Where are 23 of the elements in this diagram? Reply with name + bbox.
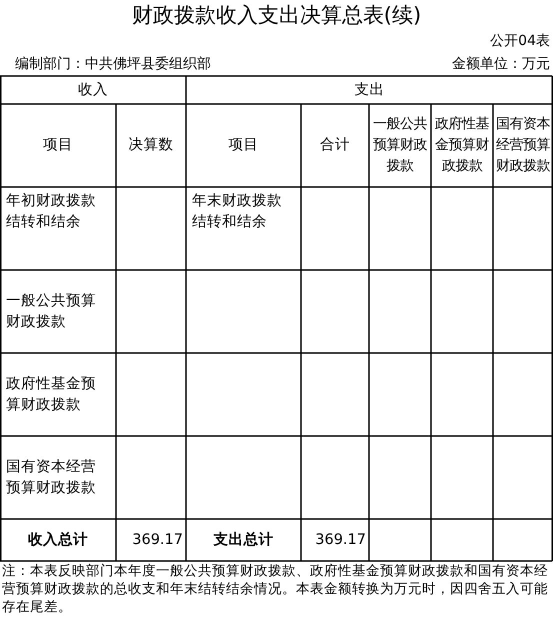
total-label: 支出总计 bbox=[214, 530, 274, 550]
row-label: 年初财政拨款结转和结余 bbox=[6, 192, 97, 232]
row-label: 国有资本经营预算财政拨款 bbox=[6, 458, 97, 498]
department-label: 编制部门：中共佛坪县委组织部 bbox=[15, 54, 211, 74]
cell-value: 369.17 bbox=[315, 530, 366, 550]
total-label: 收入总计 bbox=[28, 530, 88, 550]
table-title: 财政拨款收入支出决算总表(续) bbox=[132, 2, 422, 28]
cell-value: 369.17 bbox=[132, 530, 183, 550]
column-header: 决算数 bbox=[128, 136, 174, 155]
footnote: 注：本表反映部门本年度一般公共预算财政拨款、政府性基金预算财政拨款和国有资本经营预算财政拨款的总收支和年末结转结余情况。本表金额转换为万元时，因四舍五入可能存在尾差。 bbox=[2, 562, 549, 616]
column-header: 合计 bbox=[320, 136, 350, 155]
row-label: 政府性基金预算财政拨款 bbox=[6, 374, 97, 414]
row-label: 年末财政拨款结转和结余 bbox=[192, 192, 283, 232]
table-code: 公开04表 bbox=[490, 32, 550, 50]
column-header: 项目 bbox=[43, 136, 73, 155]
column-header: 项目 bbox=[228, 136, 258, 155]
column-header: 国有资本经营预算财政拨款 bbox=[495, 115, 551, 176]
column-header: 支出 bbox=[354, 80, 384, 100]
unit-label: 金额单位：万元 bbox=[452, 54, 550, 74]
column-header: 政府性基金预算财政拨款 bbox=[434, 115, 490, 176]
column-header: 收入 bbox=[78, 80, 108, 100]
row-label: 一般公共预算财政拨款 bbox=[6, 292, 97, 332]
column-header: 一般公共预算财政拨款 bbox=[372, 115, 428, 176]
